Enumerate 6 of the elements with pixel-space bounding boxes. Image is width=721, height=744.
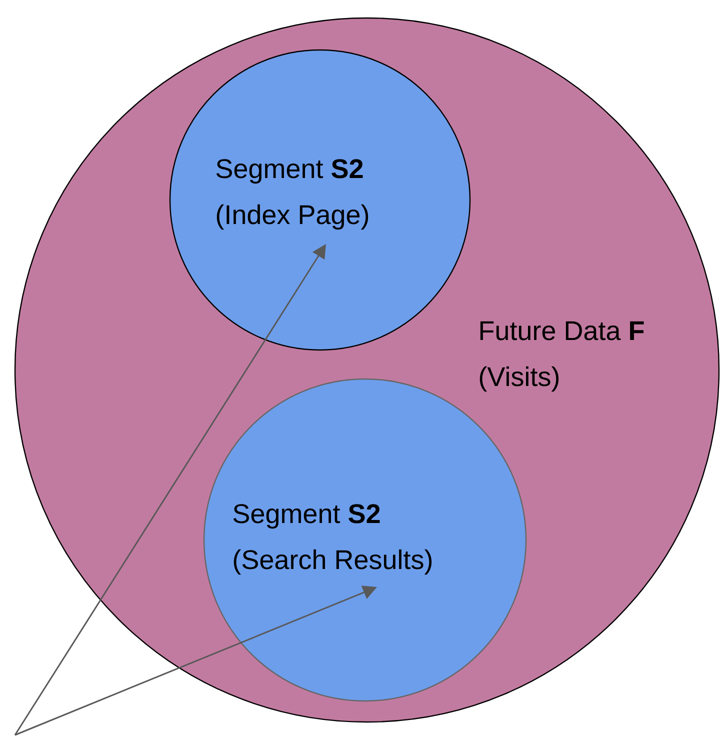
circle-label: (Search Results) [234,549,432,575]
circle-label: Future Data F [480,321,644,340]
circle-label: Segment S2 [233,504,380,529]
circle-label: Segment S2 [216,159,363,184]
circle-label: (Visits) [480,366,559,392]
circle-label: (Index Page) [216,204,368,230]
